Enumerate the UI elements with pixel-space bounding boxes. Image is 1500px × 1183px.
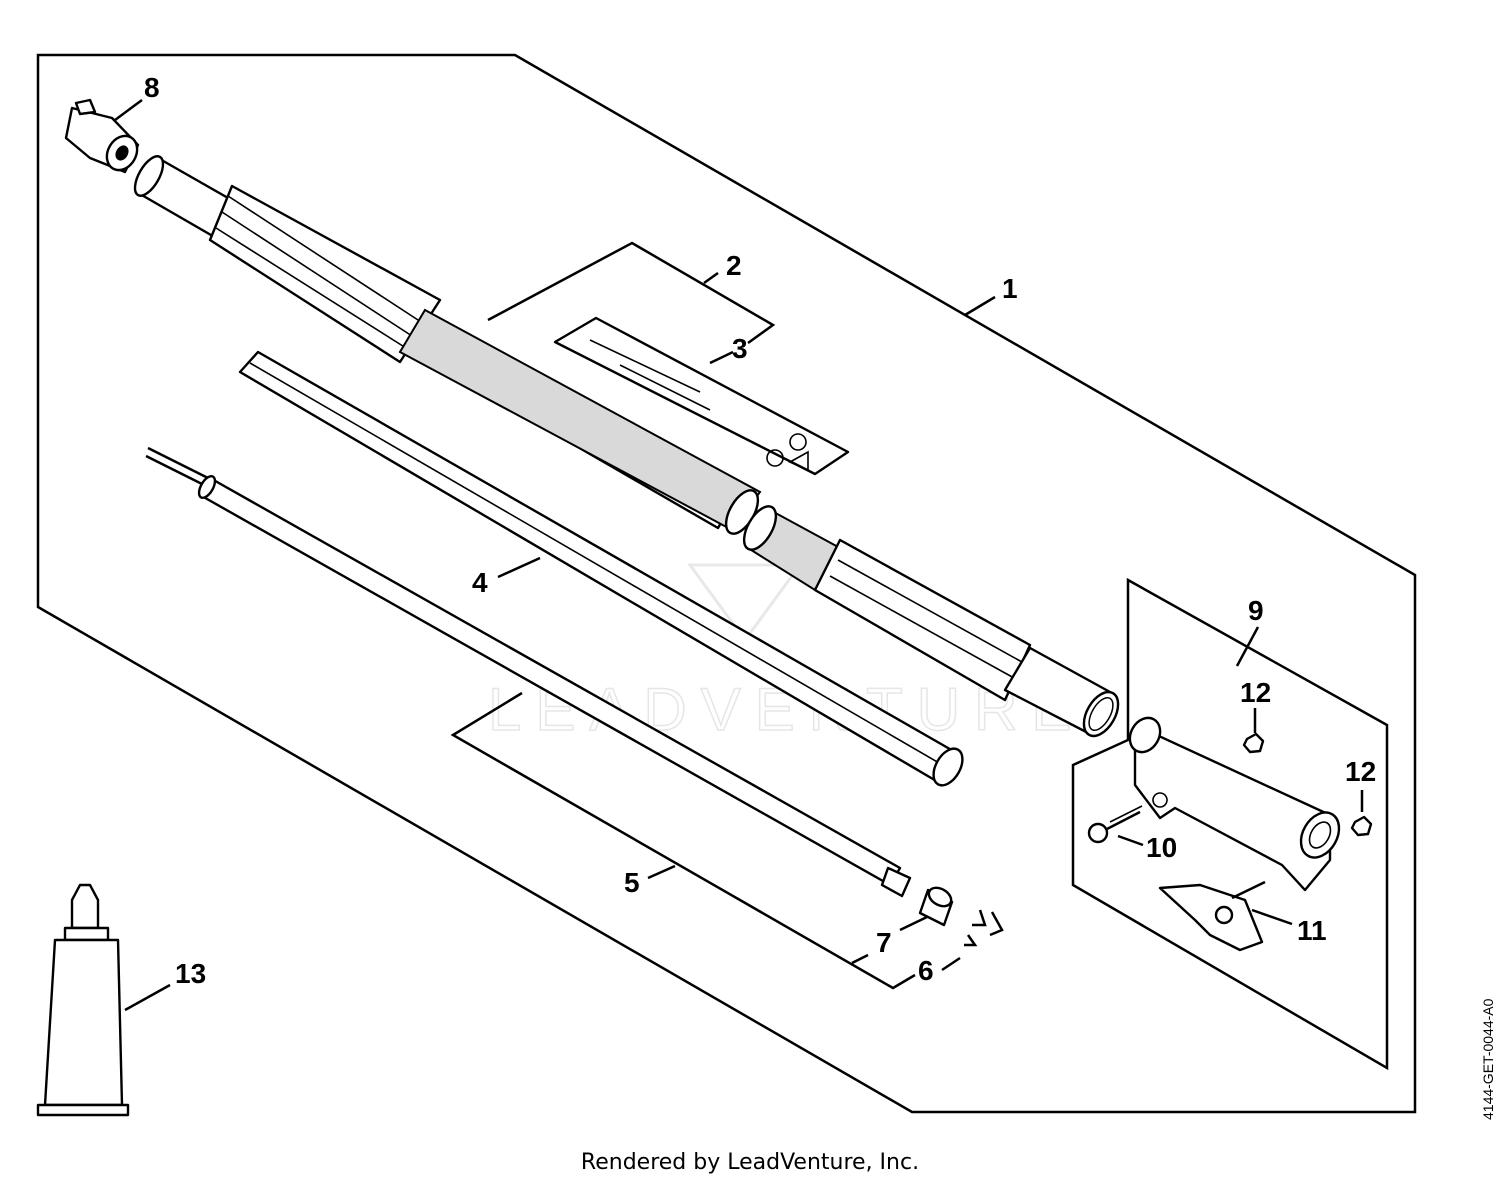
leader-4 [497,556,541,579]
part-9-clamp [1128,716,1341,892]
footer-rendered-by: Rendered by LeadVenture, Inc. [580,1150,920,1175]
part-12-nuts [1242,732,1373,837]
part-1-drive-tube-lower [742,505,1120,738]
part-7-bushing [918,886,954,927]
leader-2 [703,271,719,285]
callout-3: 3 [732,333,748,364]
leader-6 [941,956,961,972]
part-1-drive-tube-upper [133,155,762,535]
leader-8 [114,98,143,122]
callout-11: 11 [1297,915,1327,946]
callout-12-upper: 12 [1240,677,1271,708]
parts-diagram: LEADVENTURE [36,53,1417,1117]
assembly-frame [36,53,1417,1114]
part-11-star-knob [1158,880,1266,952]
leader-9 [1235,626,1260,667]
callouts: 1 2 3 4 5 6 7 8 9 10 11 12 12 13 [144,72,1376,989]
part-3-label [553,316,850,476]
leader-7-base [851,953,869,965]
drawing-id: 4144-GET-0044-A0 [1480,998,1496,1120]
leader-10 [1117,834,1144,847]
callout-5: 5 [624,867,640,898]
callout-10: 10 [1146,832,1177,863]
callout-2: 2 [726,250,742,281]
callout-6: 6 [918,955,934,986]
clamp-kit-frame [1071,577,1389,1071]
part-13-grease-tube [36,883,130,1117]
callout-1: 1 [1002,273,1018,304]
callout-13: 13 [175,958,206,989]
part-10-screw [1087,805,1143,844]
leader-7 [899,915,928,932]
part-8-end-cap [64,98,140,174]
callout-9: 9 [1248,595,1264,626]
part-4-protective-tube [238,350,964,787]
leader-1 [964,295,996,317]
bracket-5-6-7 [450,691,916,990]
leader-13 [124,983,171,1012]
callout-8: 8 [144,72,160,103]
part-5-drive-shaft [145,446,912,898]
callout-7: 7 [876,927,892,958]
callout-4: 4 [472,567,488,598]
callout-12-lower: 12 [1345,756,1376,787]
leader-5 [647,864,676,880]
leader-3 [709,350,734,365]
part-6-clip [964,909,1004,947]
leader-11 [1251,908,1293,926]
bracket-2 [487,241,776,345]
